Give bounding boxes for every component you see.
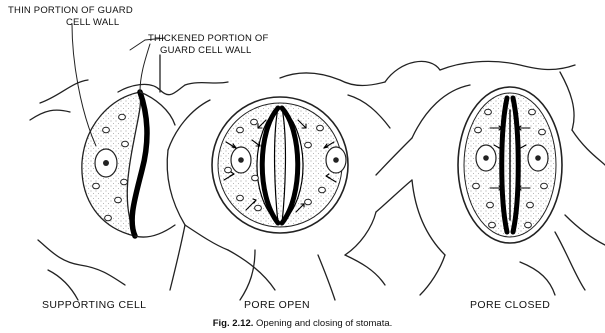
caption-fig-number: Fig. 2.12. <box>213 318 254 329</box>
label-thin-portion-line2: CELL WALL <box>66 18 119 28</box>
stoma-open <box>212 97 348 233</box>
figure-caption: Fig. 2.12. Opening and closing of stomat… <box>0 318 605 329</box>
label-thickened-portion-line1: THICKENED PORTION OF <box>148 34 268 44</box>
label-supporting-cell: SUPPORTING CELL <box>42 300 146 311</box>
guard-cell-left <box>82 92 175 237</box>
caption-text: Opening and closing of stomata. <box>256 318 392 329</box>
label-pore-open: PORE OPEN <box>244 300 310 311</box>
stoma-closed <box>458 87 562 243</box>
label-thin-portion-line1: THIN PORTION OF GUARD <box>8 6 133 16</box>
label-thickened-portion-line2: GUARD CELL WALL <box>160 46 252 56</box>
label-pore-closed: PORE CLOSED <box>470 300 550 311</box>
